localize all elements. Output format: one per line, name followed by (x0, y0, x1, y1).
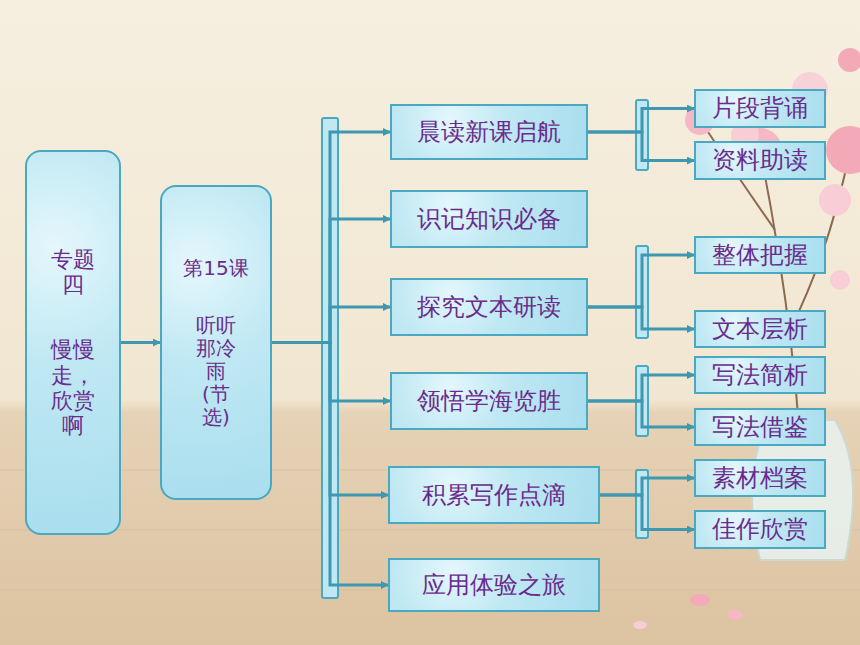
box-label: 晨读新课启航 (417, 118, 561, 147)
connector-arrow (121, 341, 160, 344)
item-box: 写法简析 (694, 356, 826, 395)
panel-title: 第15课 (183, 257, 248, 280)
box-label: 写法简析 (712, 361, 808, 390)
topic-panel: 专题四慢慢走，欣赏啊 (25, 150, 121, 535)
section-box: 探究文本研读 (390, 278, 588, 336)
box-label: 资料助读 (712, 146, 808, 175)
connector-arrow (600, 495, 694, 530)
connector-arrow (588, 132, 694, 161)
connector-arrow (272, 219, 390, 343)
blossoms (685, 48, 860, 290)
item-box: 文本层析 (694, 310, 826, 349)
connector-arrow (272, 307, 390, 343)
box-label: 识记知识必备 (417, 205, 561, 234)
fallen-petals (633, 594, 743, 629)
box-label: 积累写作点滴 (422, 481, 566, 510)
section-box: 晨读新课启航 (390, 104, 588, 160)
connector-arrow (600, 478, 694, 495)
connector-arrow (588, 109, 694, 133)
box-label: 整体把握 (712, 241, 808, 270)
box-label: 写法借鉴 (712, 413, 808, 442)
panel-title: 听听那冷雨(节选) (196, 314, 236, 429)
panel-title: 专题四 (51, 247, 95, 298)
box-label: 佳作欣赏 (712, 515, 808, 544)
box-label: 领悟学海览胜 (417, 387, 561, 416)
connector-arrow (588, 255, 694, 307)
section-box: 识记知识必备 (390, 190, 588, 248)
item-box: 佳作欣赏 (694, 510, 826, 549)
bracket-bars (322, 100, 648, 598)
connector-arrow (588, 401, 694, 427)
connector-arrow (272, 343, 388, 586)
box-label: 应用体验之旅 (422, 571, 566, 600)
connector-arrow (588, 375, 694, 401)
section-box: 应用体验之旅 (388, 558, 600, 612)
box-label: 片段背诵 (712, 94, 808, 123)
box-label: 文本层析 (712, 315, 808, 344)
item-box: 素材档案 (694, 459, 826, 498)
topic-panel: 第15课听听那冷雨(节选) (160, 185, 272, 500)
item-box: 整体把握 (694, 236, 826, 275)
item-box: 写法借鉴 (694, 408, 826, 447)
panel-title: 慢慢走，欣赏啊 (51, 337, 95, 438)
item-box: 片段背诵 (694, 89, 826, 128)
section-box: 积累写作点滴 (388, 466, 600, 524)
box-label: 素材档案 (712, 464, 808, 493)
box-label: 探究文本研读 (417, 293, 561, 322)
section-box: 领悟学海览胜 (390, 372, 588, 430)
item-box: 资料助读 (694, 141, 826, 180)
connector-arrow (272, 132, 390, 343)
connector-arrow (588, 307, 694, 329)
